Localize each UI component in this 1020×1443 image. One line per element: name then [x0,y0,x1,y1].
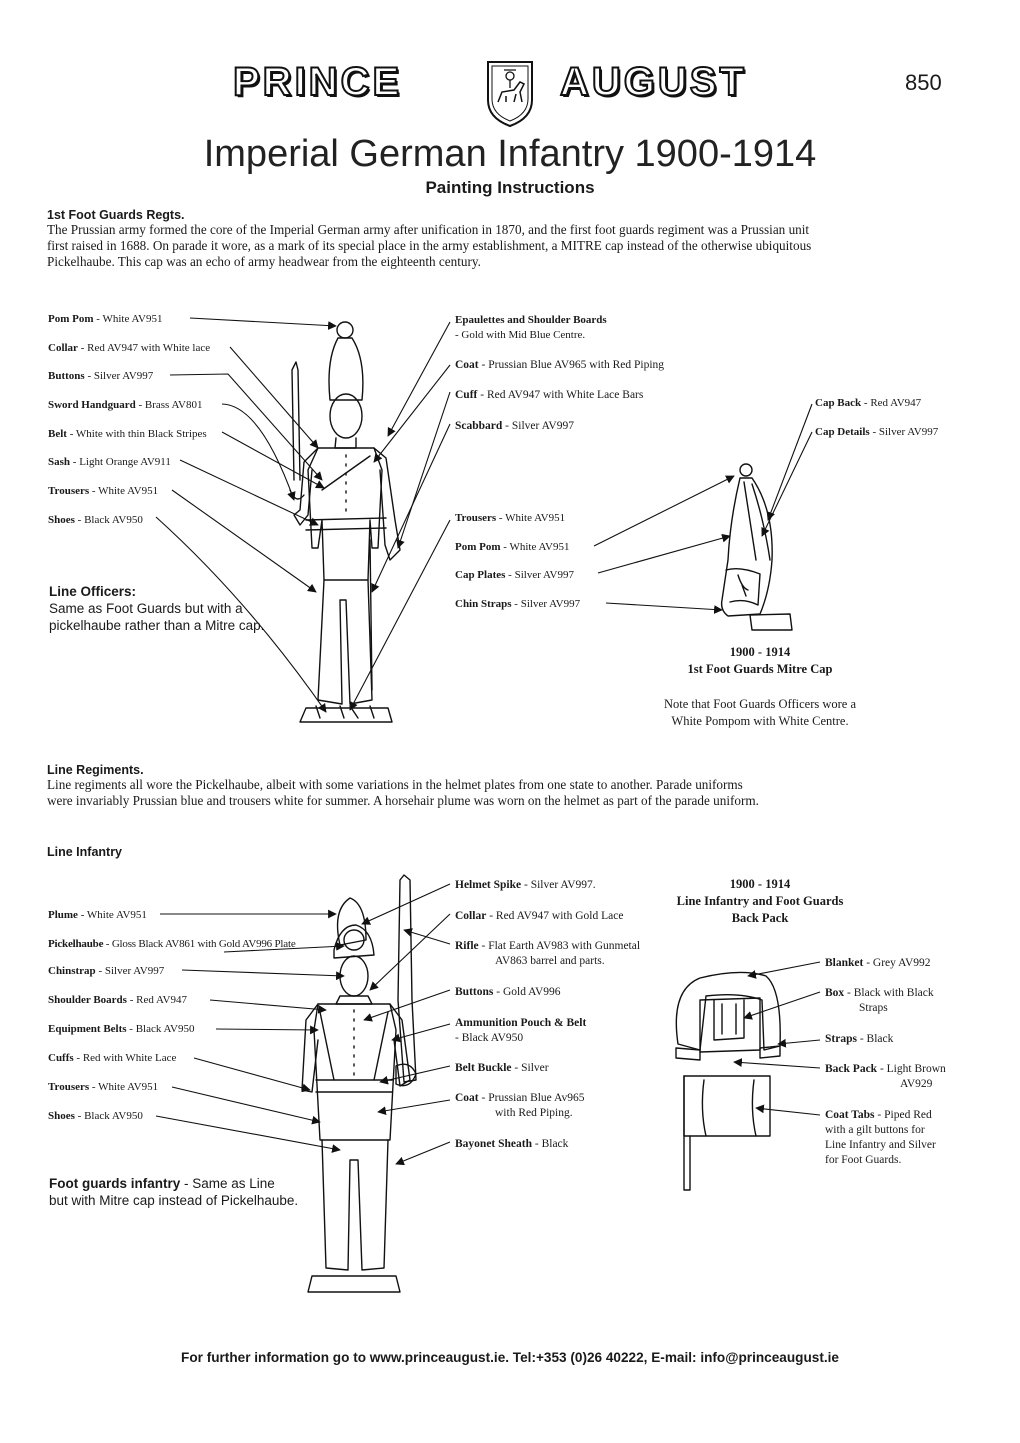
back-pack-figure [675,971,781,1191]
note-line: pickelhaube rather than a Mitre cap. [49,618,265,633]
label-pickelhaube: Pickelhaube - Gloss Black AV861 with Gol… [48,938,296,950]
paragraph-line: Pickelhaube. This cap was an echo of arm… [47,254,481,269]
label-shoes-line: Shoes - Black AV950 [48,1110,143,1122]
note-line: Foot guards infantry - Same as Line [49,1176,275,1191]
note-line: Same as Foot Guards but with a [49,601,243,616]
label-sword-handguard: Sword Handguard - Brass AV801 [48,399,203,411]
line-officers-heading: Line Officers: [49,584,137,599]
mitre-cap-note: Note that Foot Guards Officers wore a Wh… [605,696,915,730]
label-collar-line: Collar - Red AV947 with Gold Lace [455,910,624,922]
foot-guards-infantry-note: Foot guards infantry - Same as Line but … [49,1175,298,1209]
page-title: Imperial German Infantry 1900-1914 [203,133,817,175]
label-pom-pom: Pom Pom - White AV951 [48,313,163,325]
note-line: White Pompom with White Centre. [671,714,849,728]
caption-line: Line Infantry and Foot Guards [676,894,844,908]
label-bayonet-sheath: Bayonet Sheath - Black [455,1138,569,1150]
back-pack-caption: 1900 - 1914 Line Infantry and Foot Guard… [620,876,900,927]
foot-guard-soldier-figure [289,321,401,723]
caption-line: 1st Foot Guards Mitre Cap [687,662,833,676]
label-ammunition-pouch: Ammunition Pouch & Belt- Black AV950 [455,1017,587,1044]
mitre-cap-figure [720,463,793,631]
footer-contact: For further information go to www.prince… [181,1350,839,1365]
label-cap-details: Cap Details - Silver AV997 [815,426,939,438]
paragraph-line: The Prussian army formed the core of the… [47,222,810,237]
line-officers-note: Line Officers: Same as Foot Guards but w… [49,583,264,634]
label-belt: Belt - White with thin Black Stripes [48,428,207,440]
label-trousers: Trousers - White AV951 [48,485,159,497]
label-scabbard: Scabbard - Silver AV997 [455,420,574,432]
label-shoulder-boards: Shoulder Boards - Red AV947 [48,994,187,1006]
label-plume: Plume - White AV951 [48,909,147,921]
page-subtitle: Painting Instructions [425,178,595,197]
note-line: but with Mitre cap instead of Pickelhaub… [49,1193,299,1208]
section-intro-foot-guards: The Prussian army formed the core of the… [47,222,977,270]
section-intro-line-regiments: Line regiments all wore the Pickelhaube,… [47,777,977,809]
label-cap-back: Cap Back - Red AV947 [815,397,922,409]
paragraph-line: Line regiments all wore the Pickelhaube,… [47,777,743,792]
label-coat: Coat - Prussian Blue AV965 with Red Pipi… [455,359,665,371]
brand-name-right: AUGUST [559,59,747,105]
section-heading-foot-guards: 1st Foot Guards Regts. [47,208,185,222]
label-buttons: Buttons - Silver AV997 [48,370,154,382]
label-belt-buckle: Belt Buckle - Silver [455,1062,549,1074]
label-helmet-spike: Helmet Spike - Silver AV997. [455,879,596,891]
label-pom-pom-right: Pom Pom - White AV951 [455,541,570,553]
catalog-number: 850 [905,70,942,95]
label-epaulettes: Epaulettes and Shoulder Boards- Gold wit… [455,314,607,341]
label-cap-plates: Cap Plates - Silver AV997 [455,569,574,581]
label-equipment-belts: Equipment Belts - Black AV950 [48,1023,195,1035]
label-straps: Straps - Black [825,1033,894,1045]
label-blanket: Blanket - Grey AV992 [825,957,931,969]
label-cuffs: Cuffs - Red with White Lace [48,1052,177,1064]
label-shoes: Shoes - Black AV950 [48,514,143,526]
label-cuff: Cuff - Red AV947 with White Lace Bars [455,389,644,401]
section-heading-line-regiments: Line Regiments. [47,763,144,777]
paragraph-line: first raised in 1688. On parade it wore,… [47,238,812,253]
label-collar: Collar - Red AV947 with White lace [48,342,211,354]
caption-line: Back Pack [731,911,789,925]
label-chinstrap: Chinstrap - Silver AV997 [48,965,165,977]
brand-name-left: PRINCE [232,59,403,105]
mitre-cap-caption: 1900 - 1914 1st Foot Guards Mitre Cap [610,644,910,678]
line-infantry-soldier-figure [301,874,417,1293]
knight-crest-logo [487,61,533,128]
caption-line: 1900 - 1914 [729,645,791,659]
paragraph-line: were invariably Prussian blue and trouse… [47,793,759,808]
label-trousers-line: Trousers - White AV951 [48,1081,159,1093]
note-line: Note that Foot Guards Officers wore a [663,697,857,711]
section-heading-line-infantry: Line Infantry [47,845,123,859]
label-sash: Sash - Light Orange AV911 [48,456,171,468]
label-chin-straps: Chin Straps - Silver AV997 [455,598,581,610]
label-trousers-right: Trousers - White AV951 [455,512,566,524]
caption-line: 1900 - 1914 [729,877,791,891]
label-buttons-line: Buttons - Gold AV996 [455,986,561,998]
